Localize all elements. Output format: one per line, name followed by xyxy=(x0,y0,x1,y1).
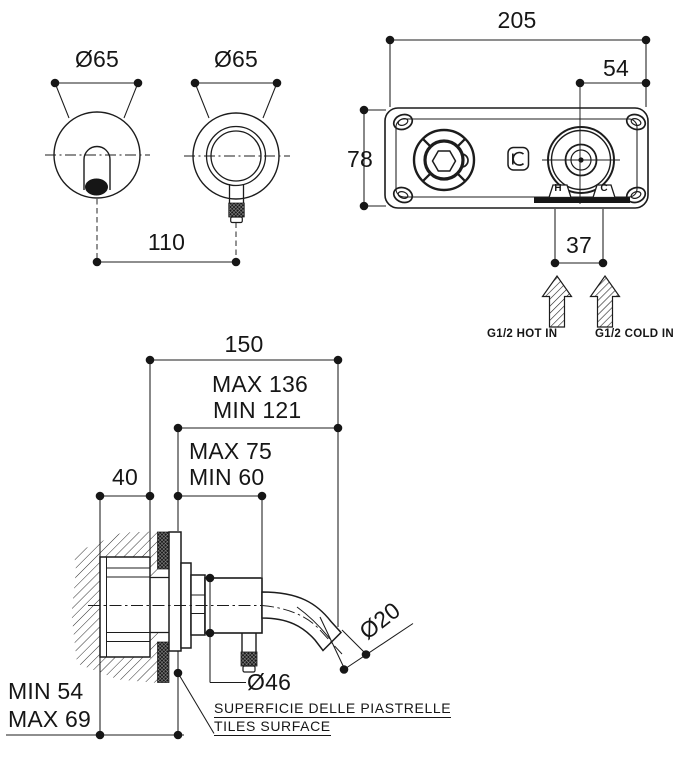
box-inner-plate xyxy=(395,118,638,198)
dim-label-centers-distance: 110 xyxy=(147,229,186,255)
dim-label-box-depth: 40 xyxy=(112,464,138,490)
dim-label-body-reach-min: MIN 60 xyxy=(189,464,265,490)
spout-connection xyxy=(542,126,620,194)
dim-box-height xyxy=(359,105,386,211)
brand-logo-icon xyxy=(507,146,530,171)
dim-overall-projection xyxy=(145,355,343,627)
dim-box-depth xyxy=(95,491,155,735)
handle-lever-front xyxy=(228,184,245,224)
corner-screw-slot xyxy=(625,113,647,131)
dim-recess-depth xyxy=(6,651,184,740)
dim-label-recess-min: MIN 54 xyxy=(8,678,84,704)
tiles-surface-note-it-text: SUPERFICIE DELLE PIASTRELLE xyxy=(214,700,452,719)
hot-inlet-foot xyxy=(548,184,572,199)
dim-label-box-height: 78 xyxy=(347,146,373,172)
dim-centers-distance xyxy=(92,257,241,267)
dim-label-spout-reach-max: MAX 136 xyxy=(212,371,309,397)
dim-spout-reach xyxy=(173,423,343,531)
tiles-surface-note-it: SUPERFICIE DELLE PIASTRELLE xyxy=(214,700,452,719)
body-ring-nut xyxy=(190,574,206,636)
tile-layer-top xyxy=(157,531,170,570)
dim-label-spout-reach-min: MIN 121 xyxy=(213,397,302,423)
dim-label-valve-diameter: Ø65 xyxy=(213,46,259,72)
hot-water-arrow-icon xyxy=(541,274,573,328)
handle-lever-side xyxy=(240,633,258,673)
manifold-bar xyxy=(534,197,630,203)
dim-label-inlet-spacing: 37 xyxy=(566,232,592,258)
hot-inlet-label: G1/2 HOT IN xyxy=(487,328,558,340)
cold-inlet-label: G1/2 COLD IN xyxy=(595,328,675,340)
dim-inlet-spacing xyxy=(550,209,608,268)
tile-layer-bottom xyxy=(157,641,170,683)
dim-label-body-diameter: Ø46 xyxy=(247,669,292,695)
cold-mark-label: C xyxy=(600,183,608,194)
tiles-surface-note-en: TILES SURFACE xyxy=(214,718,331,737)
escutcheon-plate xyxy=(168,531,182,652)
box-outer-plate xyxy=(384,107,649,209)
corner-screw-slot xyxy=(392,113,414,131)
dim-spout-tube-diameter xyxy=(319,616,414,674)
dim-valve-offset xyxy=(575,78,651,88)
dim-label-body-reach-max: MAX 75 xyxy=(189,438,273,464)
cold-water-arrow-icon xyxy=(589,274,621,328)
spout-opening xyxy=(85,178,108,196)
dim-label-box-width: 205 xyxy=(497,7,537,33)
dim-body-reach xyxy=(173,491,267,577)
dim-label-recess-max: MAX 69 xyxy=(8,706,92,732)
tiles-surface-leader xyxy=(173,668,215,734)
embedded-body xyxy=(99,556,169,658)
mixer-cartridge xyxy=(412,128,476,192)
hot-mark-label: H xyxy=(554,183,562,194)
cold-inlet-foot xyxy=(592,184,616,199)
dim-spout-diameter xyxy=(50,78,143,119)
corner-screw-slot xyxy=(392,186,414,204)
dim-label-valve-offset: 54 xyxy=(603,55,629,81)
tiles-surface-note-en-text: TILES SURFACE xyxy=(214,718,331,737)
dim-label-spout-diameter: Ø65 xyxy=(74,46,120,72)
dim-box-width xyxy=(385,35,651,107)
wall-hatch xyxy=(71,531,158,683)
dim-label-overall-projection: 150 xyxy=(224,331,264,357)
side-section-view xyxy=(6,355,414,740)
built-in-box-view xyxy=(359,35,651,328)
spout-side xyxy=(261,591,343,652)
spout-front-outline xyxy=(83,145,111,190)
dim-body-diameter xyxy=(205,573,246,684)
front-view xyxy=(45,78,290,267)
dim-valve-diameter xyxy=(190,78,282,119)
